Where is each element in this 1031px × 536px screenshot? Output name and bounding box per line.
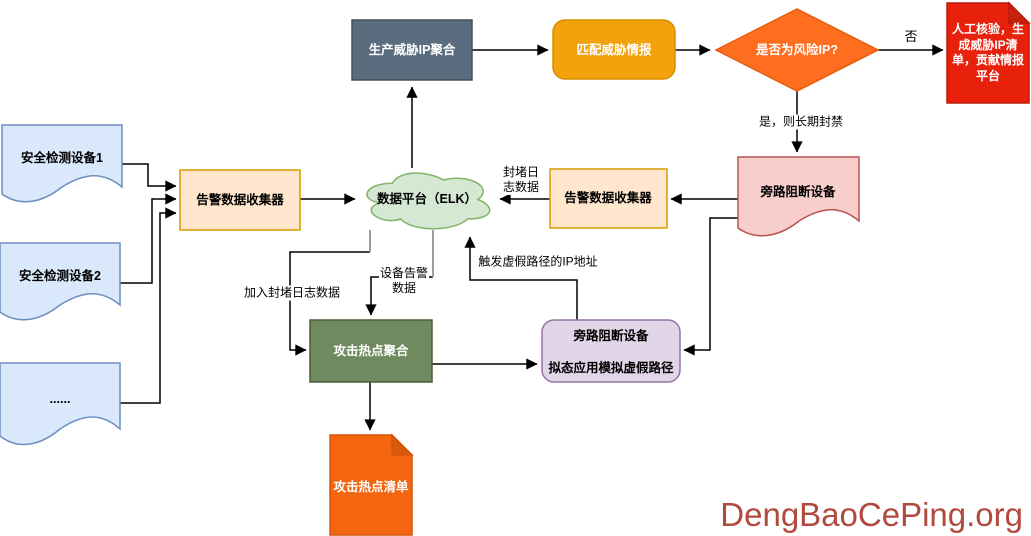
edge-detector3-to-collector xyxy=(120,207,177,404)
manual-verify-fold xyxy=(1008,1,1031,24)
hotspot-list-fold xyxy=(391,433,414,456)
watermark-text: DengBaoCePing.org xyxy=(720,496,1023,533)
hotspot-list-body[interactable] xyxy=(329,434,413,536)
node-match-intel[interactable] xyxy=(552,19,676,80)
node-collector-right[interactable] xyxy=(549,168,668,229)
edge-platform-to-hotspot-left xyxy=(289,251,370,356)
edge-label-block-log: 封堵日 志数据 xyxy=(501,165,541,195)
edge-bypass-to-mimic xyxy=(683,217,738,356)
edge-label-trigger-ip: 触发虚假路径的IP地址 xyxy=(477,254,599,270)
node-detector1[interactable] xyxy=(1,124,123,203)
node-hotspot-list[interactable] xyxy=(329,433,414,536)
edge-mimic-to-platform xyxy=(464,236,578,320)
node-risk-decision[interactable] xyxy=(714,8,880,92)
node-hotspot-aggregation[interactable] xyxy=(309,319,433,383)
node-detector3[interactable] xyxy=(0,362,121,446)
edge-detector1-to-collector xyxy=(122,163,177,192)
edge-label-device-alarm: 设备告警 数据 xyxy=(378,266,430,296)
edge-label-add-block-log: 加入封堵日志数据 xyxy=(242,285,342,301)
node-bypass-block[interactable] xyxy=(737,156,860,237)
edge-label-yes-ban: 是，则长期封禁 xyxy=(757,114,845,130)
node-collector-left[interactable] xyxy=(179,169,301,231)
manual-verify-body[interactable] xyxy=(946,2,1030,104)
node-ip-aggregation[interactable] xyxy=(351,19,473,81)
edge-detector2-to-collector xyxy=(120,193,177,284)
node-data-platform-cloud[interactable] xyxy=(366,172,491,230)
node-detector2[interactable] xyxy=(0,242,121,321)
edge-label-no: 否 xyxy=(903,28,919,46)
node-manual-verify[interactable] xyxy=(946,1,1031,104)
node-mimic-device[interactable] xyxy=(541,319,681,383)
